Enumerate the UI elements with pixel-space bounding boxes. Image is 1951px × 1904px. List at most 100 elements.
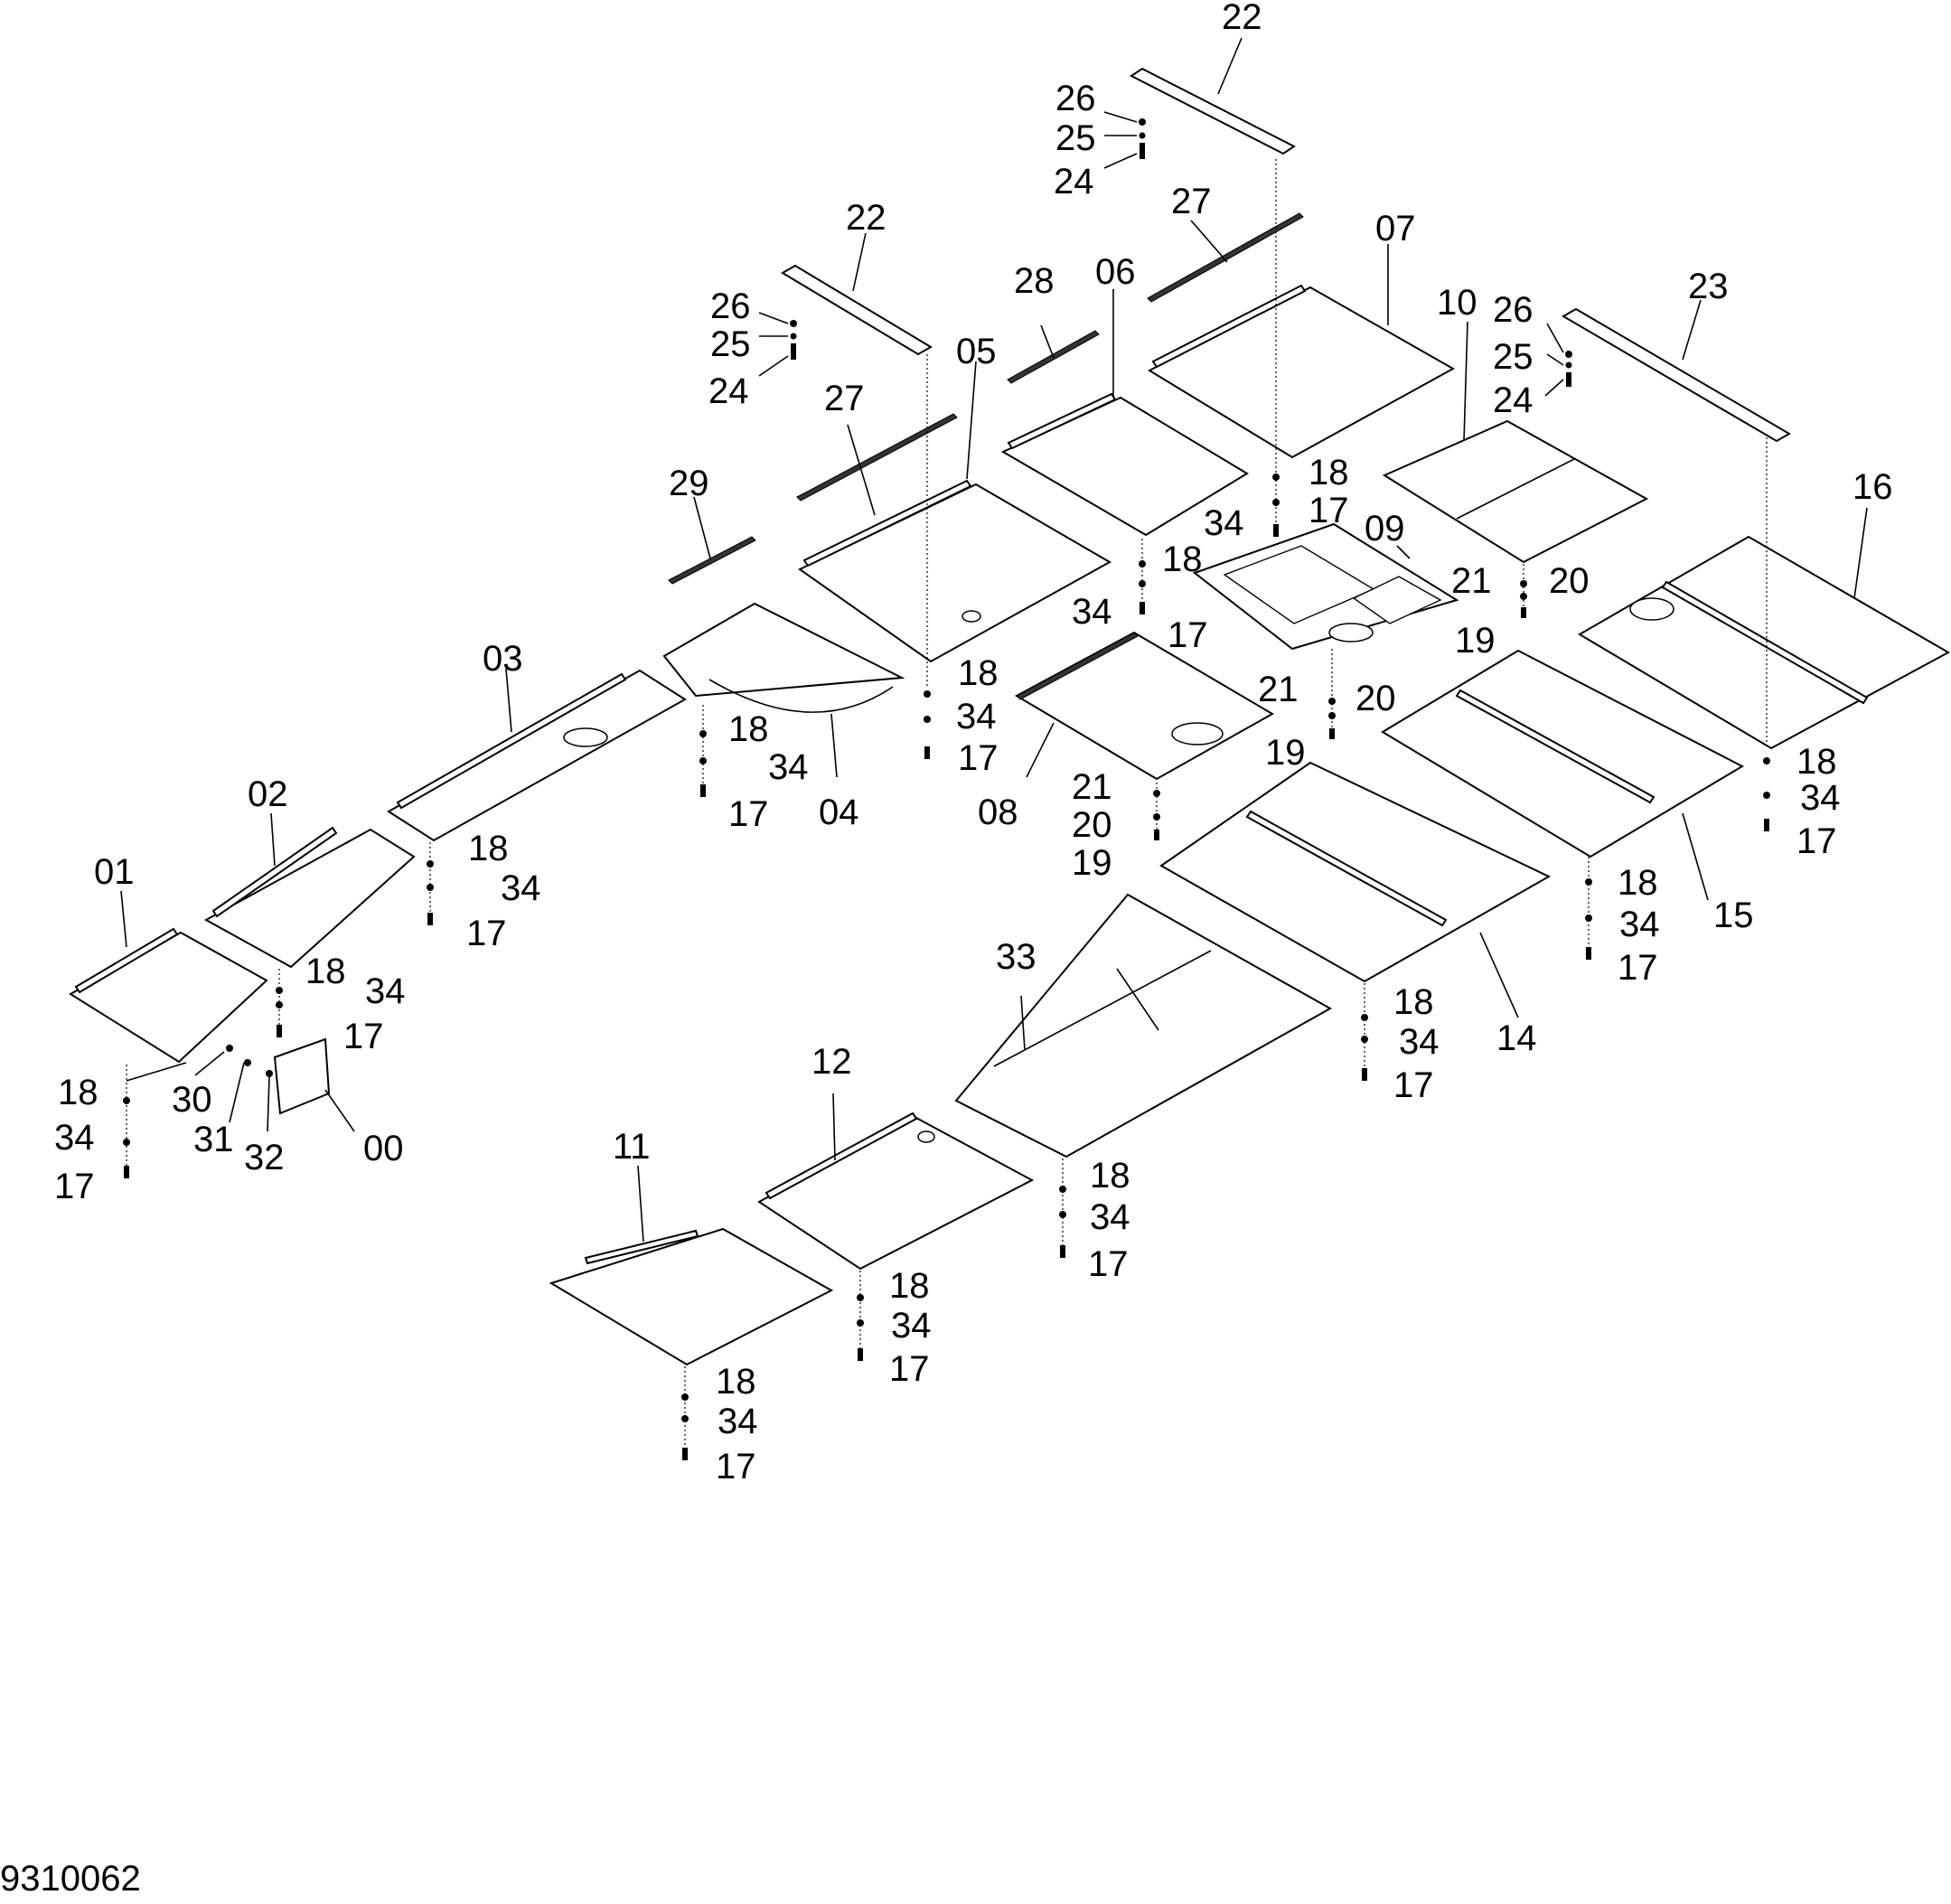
label-05: 05: [956, 332, 997, 371]
callout-labels: 22 26 25 24 22 26 25 24 27 07 10 26 23 2…: [54, 0, 1893, 1487]
label-29: 29: [669, 464, 709, 503]
label-02: 02: [248, 774, 288, 814]
label-18-06: 18: [1162, 539, 1203, 579]
plate-11: [549, 1227, 834, 1366]
label-17-14: 17: [1393, 1065, 1434, 1105]
label-34-04: 34: [768, 747, 809, 787]
label-23: 23: [1688, 267, 1729, 306]
label-18-01: 18: [58, 1073, 98, 1112]
label-12: 12: [811, 1042, 852, 1082]
label-20-09: 20: [1355, 679, 1396, 718]
label-24-right: 24: [1493, 380, 1534, 420]
plate-15: [1381, 649, 1745, 858]
seal-29: [668, 536, 756, 585]
plate-12: [757, 1111, 1035, 1271]
label-17-06: 17: [1168, 615, 1208, 655]
label-01: 01: [94, 852, 135, 892]
label-28: 28: [1014, 261, 1055, 301]
label-27-lower: 27: [824, 379, 865, 418]
label-34-14: 34: [1399, 1022, 1440, 1062]
label-24-left: 24: [708, 371, 749, 411]
label-15: 15: [1713, 896, 1754, 935]
label-11: 11: [613, 1127, 651, 1167]
plate-05: [798, 479, 1112, 663]
label-17-11: 17: [716, 1447, 756, 1487]
label-16: 16: [1853, 467, 1893, 507]
label-19-10: 19: [1455, 621, 1496, 661]
label-18-14: 18: [1393, 982, 1434, 1022]
label-25-left: 25: [710, 324, 751, 364]
label-22-top: 22: [1222, 0, 1262, 37]
label-18-05: 18: [958, 653, 999, 693]
label-19-09: 19: [1265, 733, 1306, 773]
label-21-09: 21: [1258, 670, 1299, 709]
label-18-03: 18: [468, 829, 509, 868]
label-07: 07: [1375, 209, 1416, 249]
label-18-12: 18: [889, 1266, 930, 1306]
label-17-15: 17: [1618, 948, 1658, 988]
label-34-05: 34: [956, 697, 997, 736]
label-18-11: 18: [716, 1362, 756, 1402]
label-34-03: 34: [501, 868, 541, 908]
label-18-04: 18: [728, 709, 769, 749]
label-18-33: 18: [1090, 1156, 1130, 1196]
label-00: 00: [363, 1129, 404, 1168]
label-26-top: 26: [1055, 79, 1096, 118]
plate-14: [1159, 761, 1552, 983]
label-17-03: 17: [466, 914, 507, 953]
label-09: 09: [1365, 509, 1405, 549]
label-08: 08: [978, 793, 1018, 832]
label-18-16: 18: [1796, 742, 1837, 782]
label-27-upper: 27: [1171, 182, 1212, 221]
label-34-02: 34: [365, 971, 406, 1011]
label-34-11: 34: [718, 1402, 758, 1441]
label-25-right: 25: [1493, 337, 1534, 377]
label-17-12: 17: [889, 1349, 930, 1389]
plate-09: [1192, 522, 1459, 651]
plate-33: [954, 893, 1333, 1158]
label-21-10: 21: [1451, 561, 1492, 601]
plate-06: [1000, 392, 1249, 537]
seal-27-lower: [796, 413, 958, 502]
label-24-top: 24: [1054, 162, 1094, 202]
seal-27-upper: [1147, 212, 1304, 303]
label-33: 33: [996, 937, 1036, 977]
plate-03: [387, 669, 687, 842]
label-18-02: 18: [305, 952, 346, 991]
label-17-05: 17: [958, 738, 999, 778]
label-18-07: 18: [1308, 453, 1349, 492]
label-17-01: 17: [54, 1167, 95, 1206]
label-30: 30: [172, 1080, 212, 1120]
label-32: 32: [244, 1138, 285, 1177]
label-20-08: 20: [1072, 805, 1112, 845]
label-17-04: 17: [728, 794, 769, 834]
label-19-08: 19: [1072, 843, 1112, 883]
label-20-10: 20: [1549, 561, 1590, 601]
plate-01: [69, 927, 268, 1064]
label-34-01: 34: [54, 1118, 95, 1158]
label-22-left: 22: [846, 198, 886, 238]
plate-04: [662, 602, 905, 713]
label-26-right: 26: [1493, 290, 1534, 330]
label-17-02: 17: [343, 1017, 384, 1056]
label-14: 14: [1496, 1018, 1537, 1058]
label-31: 31: [193, 1120, 234, 1159]
label-26-left: 26: [710, 286, 751, 326]
plate-07: [1147, 284, 1456, 459]
label-04: 04: [819, 793, 859, 832]
plate-02: [203, 826, 416, 969]
plate-10: [1382, 419, 1649, 564]
plate-16: [1578, 535, 1951, 750]
label-17-07: 17: [1308, 491, 1349, 530]
leader-lines: [120, 37, 1868, 1243]
label-34-06: 34: [1072, 592, 1112, 632]
cover-00: [273, 1037, 331, 1115]
label-34-33: 34: [1090, 1197, 1130, 1237]
label-03: 03: [483, 639, 523, 679]
plate-08: [1014, 631, 1275, 781]
label-18-15: 18: [1618, 863, 1658, 903]
label-17-33: 17: [1088, 1244, 1129, 1284]
label-17-16: 17: [1796, 821, 1837, 861]
label-06: 06: [1095, 252, 1136, 292]
